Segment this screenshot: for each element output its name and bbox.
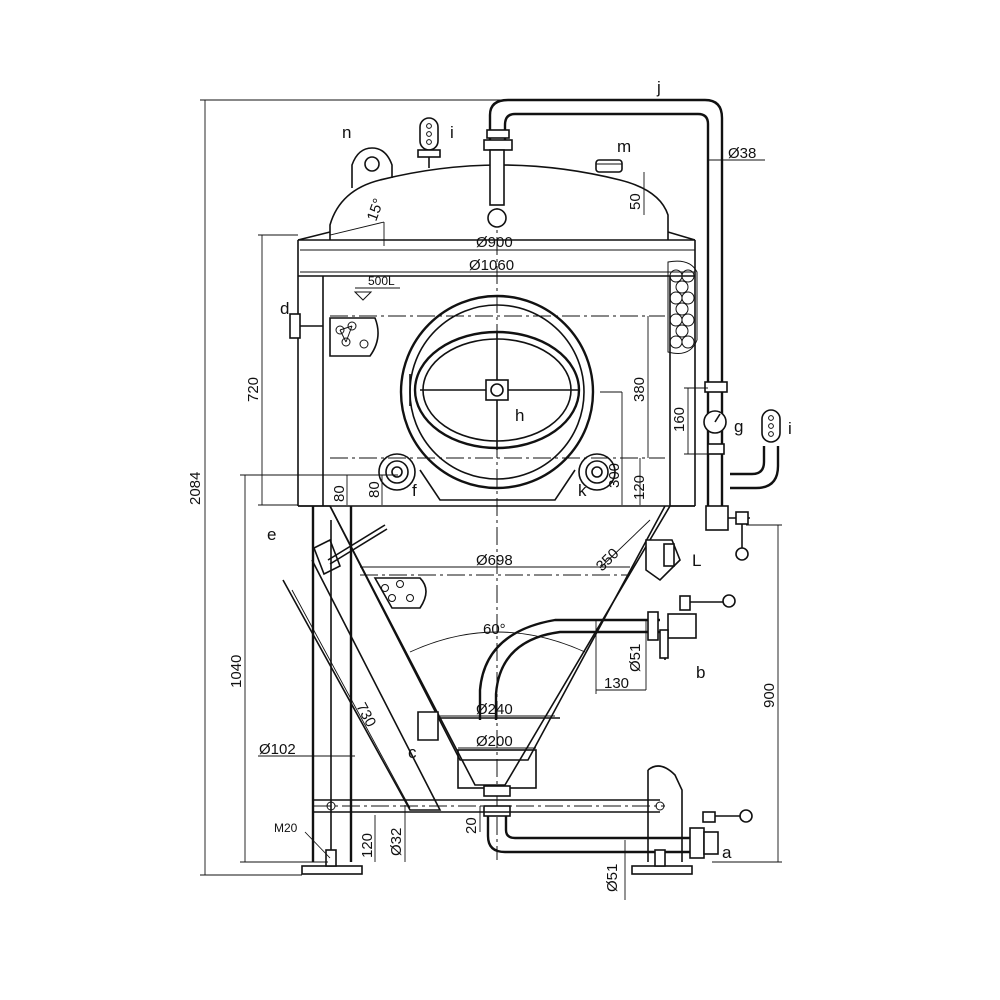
dim-730: 730 [352,700,379,730]
label-m: m [617,137,631,156]
dim-50: 50 [627,193,644,210]
dim-side-900: 900 [761,683,778,708]
dim-d51-mid: Ø51 [627,644,644,672]
dimension-lines [200,99,782,900]
label-a: a [722,843,732,862]
dim-120-right: 120 [631,475,648,500]
label-f: f [412,481,417,500]
legs [282,506,693,875]
cone-sensor-plate [373,577,427,609]
dim-angle-top: 15° [364,196,388,223]
dim-d200: Ø200 [476,733,513,750]
label-c: c [408,743,417,762]
port-d[interactable] [289,313,379,357]
air-vent-i-top[interactable] [417,117,441,168]
dim-130: 130 [604,675,629,692]
port-f[interactable] [378,453,416,491]
dim-d102: Ø102 [259,741,296,758]
label-e: e [267,525,276,544]
label-k: k [578,481,587,500]
top-fittings [351,117,645,215]
dim-380: 380 [631,377,648,402]
dim-cyl-height: 720 [245,377,262,402]
dim-80-a: 80 [331,485,348,502]
port-k[interactable] [578,453,616,491]
dim-d38: Ø38 [728,145,756,162]
label-L: L [692,551,701,570]
dim-d32: Ø32 [388,828,405,856]
label-g: g [734,417,743,436]
dim-d240: Ø240 [476,701,513,718]
port-c[interactable] [417,711,439,741]
letter-labels: a b c d e f g h i i j k L m n [267,78,792,862]
pressure-gauge-g[interactable] [703,381,728,455]
vessel-body [297,150,698,860]
label-j: j [656,78,661,97]
dim-120-bottom: 120 [359,833,376,858]
port-L[interactable] [645,539,681,582]
label-n: n [342,123,351,142]
manway-door[interactable] [399,294,595,501]
cooling-jacket [667,260,698,354]
label-d: d [280,299,289,318]
dim-d51-bottom: Ø51 [604,864,621,892]
port-e[interactable] [312,524,388,576]
dim-d698: Ø698 [476,552,513,569]
dim-80-b: 80 [366,481,383,498]
outlet-b[interactable] [478,594,736,720]
dim-m20: M20 [274,821,298,835]
dim-d900: Ø900 [476,234,513,251]
label-h: h [515,406,524,425]
dim-angle-cone: 60° [483,621,506,638]
dim-350: 350 [593,545,623,575]
side-valve-cluster[interactable] [705,505,750,561]
outlet-a[interactable] [483,785,753,859]
air-vent-i-side[interactable] [730,409,781,490]
top-port-m[interactable] [595,159,623,173]
dim-20: 20 [463,817,480,834]
dim-300: 300 [606,463,623,488]
dim-d1060: Ø1060 [469,257,514,274]
dim-160: 160 [671,407,688,432]
label-b: b [696,663,705,682]
label-i-top: i [450,123,454,142]
lifting-lug-n [351,147,393,188]
dim-total-height: 2084 [187,472,204,505]
dim-leg-height: 1040 [228,655,245,688]
dim-volume: 500L [368,274,395,288]
label-i-side: i [788,419,792,438]
dimension-text: 2084 720 1040 900 Ø900 Ø1060 Ø698 Ø240 Ø… [187,145,778,892]
